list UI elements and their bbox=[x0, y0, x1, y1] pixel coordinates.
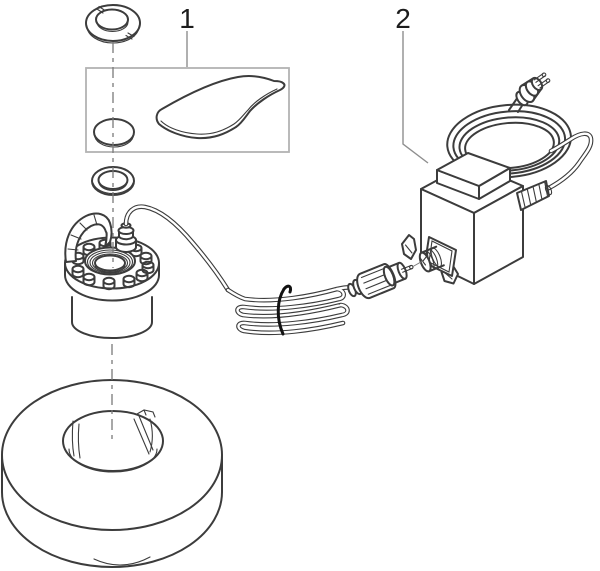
mains-plug bbox=[508, 72, 551, 113]
fogger-handle bbox=[64, 212, 113, 263]
float-bottom-recess bbox=[93, 556, 151, 566]
float-center-hole bbox=[62, 409, 164, 473]
cable-tie bbox=[276, 287, 286, 336]
fogger-cable bbox=[123, 204, 231, 293]
locking-ring bbox=[85, 4, 141, 44]
callout-2-label: 2 bbox=[395, 3, 411, 34]
callout-1-label: 1 bbox=[179, 3, 195, 34]
kit-callout-box bbox=[85, 67, 290, 153]
plug-pin-2 bbox=[533, 72, 547, 83]
strain-relief-cable-loop bbox=[546, 131, 594, 191]
cleaning-scraper bbox=[155, 75, 286, 140]
membrane-disc bbox=[93, 118, 135, 148]
connector-axis-line bbox=[412, 260, 424, 267]
cable-gland bbox=[115, 222, 137, 253]
cable-tie-hook bbox=[282, 284, 292, 294]
mains-cable-coil bbox=[446, 103, 572, 179]
connector-pin bbox=[400, 264, 414, 273]
transformer-right-face bbox=[473, 185, 524, 285]
callout-2-leader bbox=[402, 31, 429, 164]
float-ring bbox=[1, 379, 223, 568]
fogger-unit bbox=[64, 212, 160, 339]
cable-connector-plug bbox=[347, 260, 424, 300]
kit-box-frame bbox=[85, 67, 290, 153]
transformer bbox=[401, 152, 553, 285]
low-voltage-socket bbox=[418, 236, 457, 277]
fogger-threaded-opening bbox=[84, 246, 136, 276]
plug-pin-1 bbox=[537, 78, 551, 89]
callout-1: 1 bbox=[179, 3, 195, 67]
transformer-cap bbox=[436, 152, 511, 200]
strain-relief bbox=[516, 180, 553, 211]
cable-coil-flat bbox=[225, 284, 361, 336]
callout-2: 2 bbox=[395, 3, 429, 164]
